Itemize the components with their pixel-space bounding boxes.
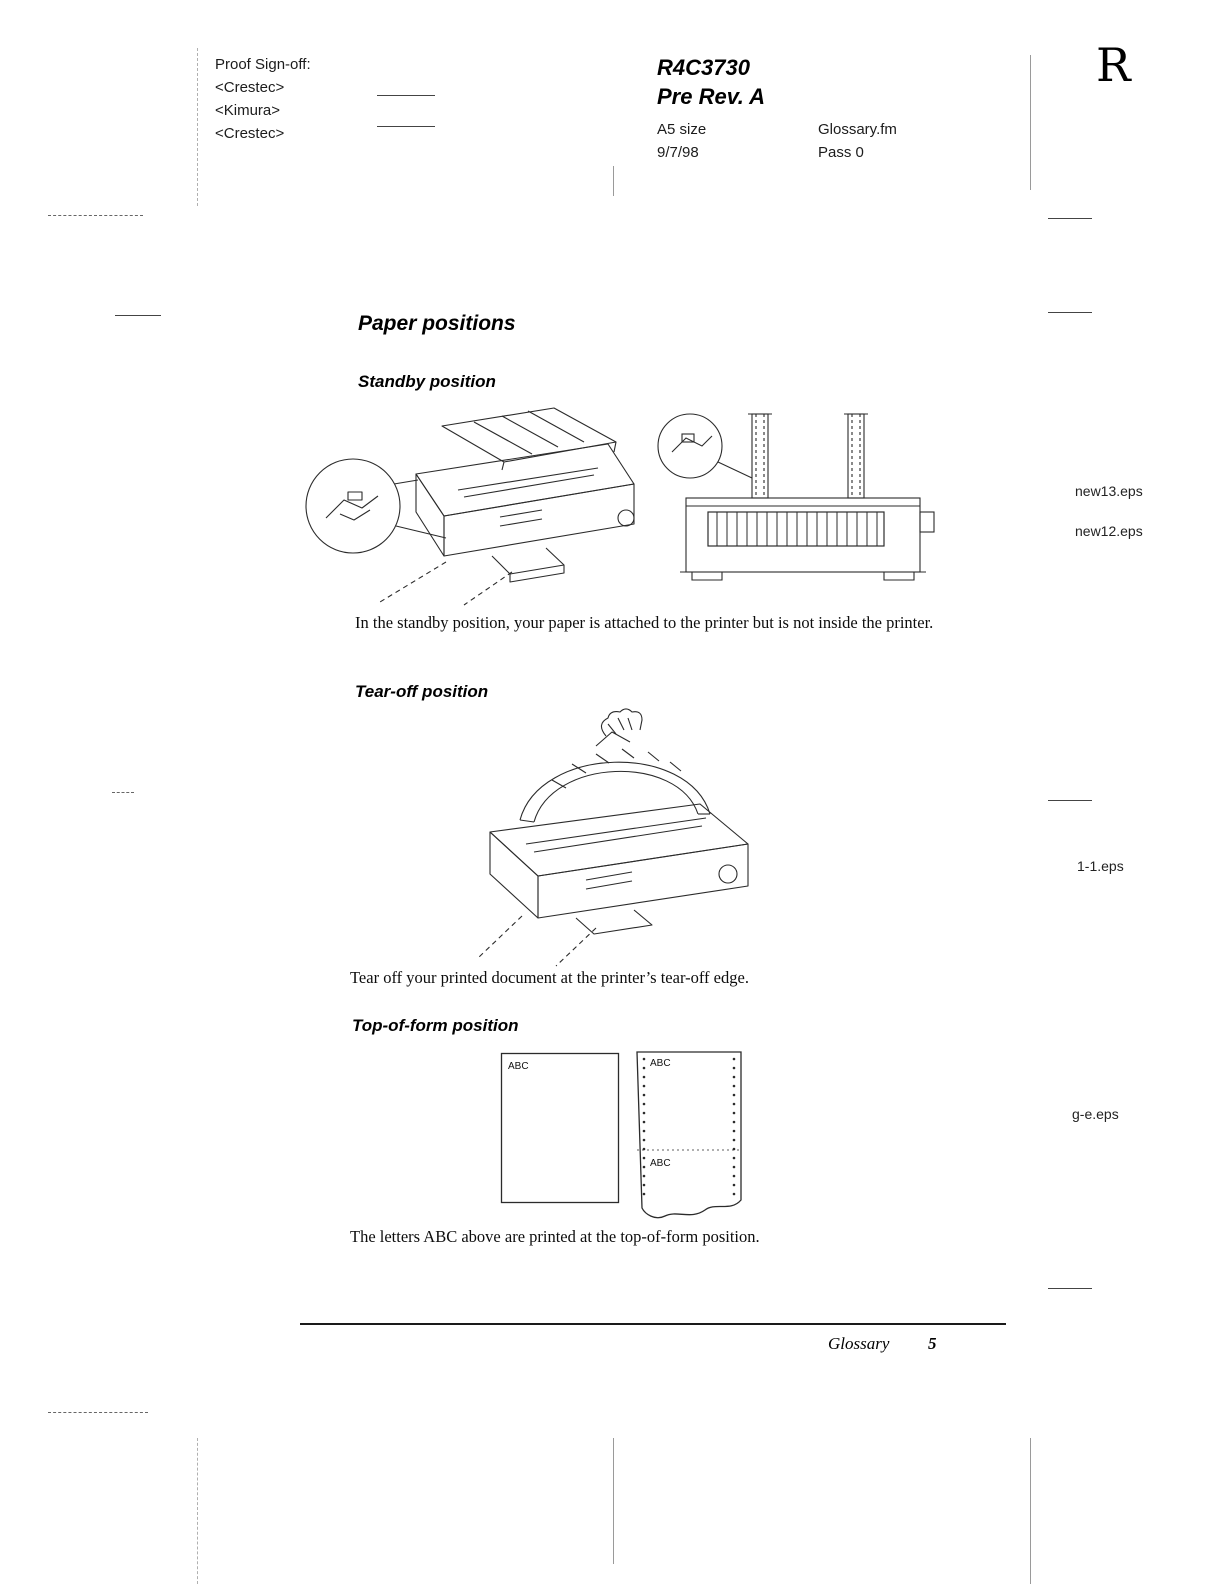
doc-meta-right: Glossary.fm Pass 0 xyxy=(818,118,897,164)
paper-size: A5 size xyxy=(657,121,707,138)
registration-mark xyxy=(1048,218,1092,219)
registration-mark xyxy=(1048,800,1092,801)
left-margin-dashed-line xyxy=(197,48,198,206)
signoff-name: <Kimura> xyxy=(215,102,281,119)
signoff-name: <Crestec> xyxy=(215,125,285,142)
heading-tearoff-position: Tear-off position xyxy=(355,682,489,701)
registration-mark xyxy=(1048,1288,1092,1289)
tearoff-body-text: Tear off your printed document at the pr… xyxy=(350,968,749,987)
continuous-sheet-figure: ABC ABC xyxy=(636,1051,742,1219)
standby-printer-perspective-figure xyxy=(305,407,635,606)
footer-page-number: 5 xyxy=(928,1334,937,1353)
doc-meta-left: A5 size 9/7/98 xyxy=(657,118,706,164)
eps-label-g-e: g-e.eps xyxy=(1072,1106,1119,1122)
heading-standby-position: Standby position xyxy=(358,372,496,391)
eps-label-1-1: 1-1.eps xyxy=(1077,858,1124,874)
signoff-name: <Crestec> xyxy=(215,79,285,96)
eps-label-new13: new13.eps xyxy=(1075,483,1143,499)
registration-mark xyxy=(1048,312,1092,313)
doc-code-block: R4C3730 Pre Rev. A xyxy=(657,53,765,111)
right-bottom-vertical-line xyxy=(1030,1438,1031,1584)
corner-letter: R xyxy=(1096,38,1131,92)
file-name: Glossary.fm xyxy=(818,121,897,138)
signoff-line xyxy=(377,126,435,127)
eps-label-new12: new12.eps xyxy=(1075,523,1143,539)
doc-code: R4C3730 xyxy=(657,55,750,80)
single-sheet-figure: ABC xyxy=(500,1052,620,1204)
footer-rule xyxy=(300,1323,1006,1325)
left-bottom-dashed-line xyxy=(197,1438,198,1584)
doc-revision: Pre Rev. A xyxy=(657,84,766,109)
topofform-body-text: The letters ABC above are printed at the… xyxy=(350,1227,760,1246)
standby-body-text: In the standby position, your paper is a… xyxy=(355,613,934,632)
footer-section-name: Glossary xyxy=(828,1334,890,1353)
signoff-line xyxy=(377,95,435,96)
registration-mark xyxy=(115,315,161,316)
page-title: Paper positions xyxy=(358,312,516,335)
registration-mark xyxy=(48,1412,148,1413)
registration-mark xyxy=(48,215,143,216)
center-top-tick xyxy=(613,166,614,196)
registration-mark xyxy=(112,792,134,793)
center-bottom-vertical-line xyxy=(613,1438,614,1564)
proof-signoff-block: Proof Sign-off: <Crestec> <Kimura> <Cres… xyxy=(215,53,311,145)
proof-signoff-title: Proof Sign-off: xyxy=(215,56,311,73)
heading-topofform-position: Top-of-form position xyxy=(352,1016,519,1035)
abc-label: ABC xyxy=(650,1158,671,1169)
standby-printer-tractor-figure xyxy=(657,413,935,581)
doc-date: 9/7/98 xyxy=(657,144,699,161)
pass-number: Pass 0 xyxy=(818,144,864,161)
right-header-vertical-line xyxy=(1030,55,1031,190)
abc-label: ABC xyxy=(650,1058,671,1069)
tearoff-printer-figure xyxy=(477,708,749,967)
abc-label: ABC xyxy=(508,1061,529,1072)
